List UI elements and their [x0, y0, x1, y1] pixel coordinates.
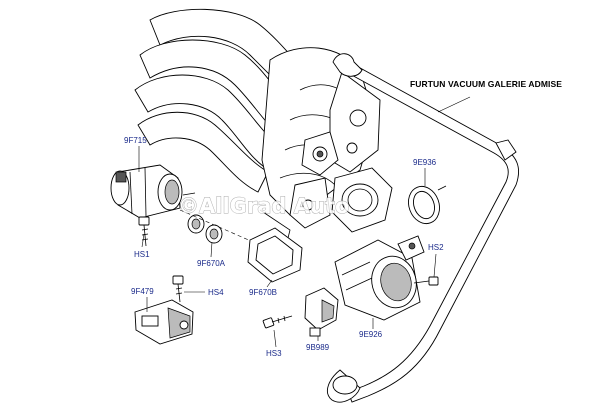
- leader-lines: [138, 96, 471, 348]
- label-9F670A: 9F670A: [197, 259, 226, 268]
- label-9F670B: 9F670B: [249, 288, 277, 297]
- part-9B989-sensor: [304, 287, 339, 337]
- part-9E926-throttle-body: [334, 235, 425, 321]
- part-9F479-sensor: [134, 299, 194, 345]
- part-9F670A-seal: [179, 209, 261, 246]
- watermark: ©AllGrad Auto: [178, 194, 349, 218]
- part-9E936-gasket: [408, 185, 447, 225]
- label-HS2: HS2: [428, 243, 444, 252]
- label-HS1: HS1: [134, 250, 150, 259]
- part-HS1-bolt: [138, 216, 150, 247]
- part-9F715-actuator: [110, 164, 196, 219]
- callout-label: FURTUN VACUUM GALERIE ADMISE: [410, 79, 562, 89]
- label-9B989: 9B989: [306, 343, 330, 352]
- part-HS3-bolt: [262, 315, 293, 329]
- vacuum-hose: [327, 53, 520, 403]
- label-9F715: 9F715: [124, 136, 147, 145]
- part-9F670B-gasket: [247, 227, 303, 283]
- label-9E936: 9E936: [413, 158, 437, 167]
- label-HS4: HS4: [208, 288, 224, 297]
- part-labels: 9F715 9E936 HS1 9F670A HS2 9F479 HS4 9F6…: [124, 136, 444, 358]
- intake-manifold: [134, 8, 393, 251]
- part-HS4-bolt: [172, 275, 184, 303]
- label-HS3: HS3: [266, 349, 282, 358]
- label-9E926: 9E926: [359, 330, 383, 339]
- part-HS2-screw: [413, 276, 439, 286]
- label-9F479: 9F479: [131, 287, 154, 296]
